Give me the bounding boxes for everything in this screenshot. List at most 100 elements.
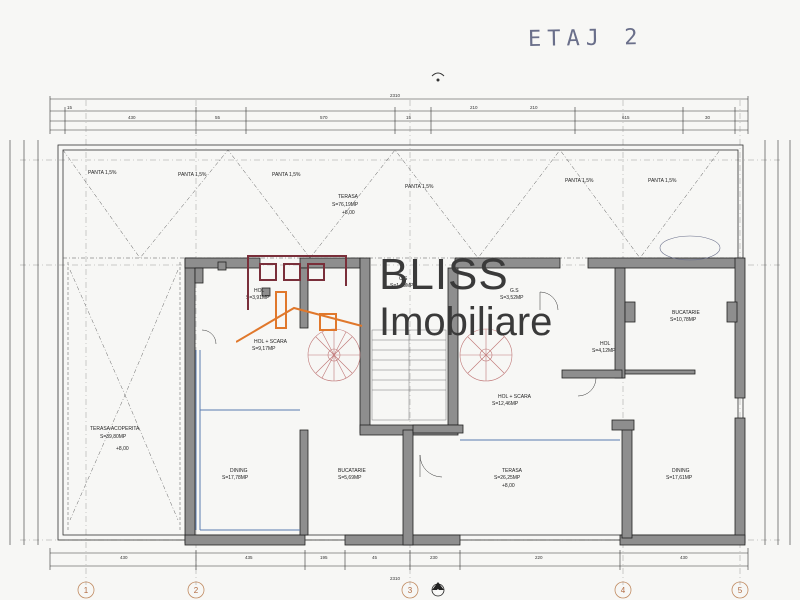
svg-text:S=9,17MP: S=9,17MP xyxy=(252,346,276,352)
north-arrow xyxy=(431,72,445,82)
room-gs: G.S S=3,52MP xyxy=(500,288,524,301)
sketch-oval xyxy=(659,235,721,261)
dim-top-3: 55 xyxy=(215,115,221,120)
svg-text:2310: 2310 xyxy=(390,576,401,581)
section-marker-a: A xyxy=(431,582,445,597)
svg-text:S=1,99MP: S=1,99MP xyxy=(390,283,414,289)
windows xyxy=(195,350,620,531)
svg-text:S=12,46MP: S=12,46MP xyxy=(492,401,519,407)
svg-text:S=3,52MP: S=3,52MP xyxy=(500,295,524,301)
svg-text:TERASA: TERASA xyxy=(502,468,523,474)
svg-text:S=10,78MP: S=10,78MP xyxy=(670,317,697,323)
room-terasa-acoperita: TERASA ACOPERITA S=39,80MP +8,00 xyxy=(67,262,181,530)
dim-top-5: 15 xyxy=(406,115,412,120)
svg-text:S=4,12MP: S=4,12MP xyxy=(592,348,616,354)
axis-marker-5 xyxy=(731,581,749,599)
svg-text:HOL: HOL xyxy=(254,288,265,294)
room-cs: C.S S=1,99MP xyxy=(390,276,414,289)
svg-text:+8,00: +8,00 xyxy=(502,483,515,489)
dim-top-6: 210 xyxy=(470,105,478,110)
room-bucatarie-right: BUCATARIE S=10,78MP xyxy=(670,310,701,323)
room-bucatarie-center: BUCATARIE S=5,69MP xyxy=(338,468,367,481)
svg-text:S=26,25MP: S=26,25MP xyxy=(494,475,521,481)
slope-labels: PANTA 1,5% PANTA 1,5% PANTA 1,5% PANTA 1… xyxy=(88,170,677,190)
top-dimension-lines xyxy=(49,96,749,134)
svg-text:S=76,19MP: S=76,19MP xyxy=(332,202,359,208)
bottom-dimension-lines xyxy=(49,548,749,570)
room-dining-left: DINING S=17,78MP xyxy=(222,468,249,481)
dim-top-9: 30 xyxy=(705,115,711,120)
svg-text:5: 5 xyxy=(738,586,743,595)
slope-label-1: PANTA 1,5% xyxy=(88,170,117,176)
roof-slope-lines xyxy=(62,149,740,259)
axis-markers xyxy=(77,581,749,599)
room-hol-scara-left: HOL + SCARA S=9,17MP xyxy=(252,339,288,352)
dim-top-8: 615 xyxy=(622,115,630,120)
svg-text:435: 435 xyxy=(245,555,253,560)
room-terasa-top: TERASA S=76,19MP +8,00 xyxy=(332,194,359,216)
spiral-stair-left xyxy=(307,328,361,382)
axis-marker-4 xyxy=(614,581,632,599)
svg-text:S=17,61MP: S=17,61MP xyxy=(666,475,693,481)
dim-top-4: 570 xyxy=(320,115,328,120)
svg-text:HOL + SCARA: HOL + SCARA xyxy=(254,339,288,345)
dim-top-1: 15 xyxy=(67,105,73,110)
svg-text:S=17,78MP: S=17,78MP xyxy=(222,475,249,481)
slope-label-6: PANTA 1,5% xyxy=(648,178,677,184)
svg-text:2: 2 xyxy=(194,586,199,595)
svg-text:TERASA ACOPERITA: TERASA ACOPERITA xyxy=(90,426,140,432)
svg-text:DINING: DINING xyxy=(230,468,248,474)
room-hol-scara-right: HOL + SCARA S=12,46MP xyxy=(492,394,532,407)
svg-text:S=5,69MP: S=5,69MP xyxy=(338,475,362,481)
svg-text:DINING: DINING xyxy=(672,468,690,474)
axis-marker-2 xyxy=(187,581,205,599)
slope-label-5: PANTA 1,5% xyxy=(565,178,594,184)
svg-text:HOL: HOL xyxy=(600,341,611,347)
top-dimension-labels: 2310 15 430 55 570 15 210 210 615 30 xyxy=(67,93,711,120)
svg-text:+8,00: +8,00 xyxy=(116,446,129,452)
svg-text:S=3,91MP: S=3,91MP xyxy=(246,295,270,301)
svg-text:195: 195 xyxy=(320,555,328,560)
dim-top-2: 430 xyxy=(128,115,136,120)
svg-text:430: 430 xyxy=(120,555,128,560)
building-walls xyxy=(184,257,746,546)
svg-text:BUCATARIE: BUCATARIE xyxy=(338,468,367,474)
logo-word-imobiliare: Imobiliare xyxy=(379,300,553,344)
svg-text:TERASA: TERASA xyxy=(338,194,359,200)
central-stair xyxy=(371,329,447,421)
room-hol-right: HOL S=4,12MP xyxy=(592,341,616,354)
room-hol-left: HOL S=3,91MP xyxy=(246,288,270,301)
svg-text:A: A xyxy=(436,589,441,596)
axis-marker-3 xyxy=(401,581,419,599)
bottom-dimension-labels: 430 435 195 45 230 220 430 2310 xyxy=(120,555,688,581)
slope-label-2: PANTA 1,5% xyxy=(178,172,207,178)
svg-text:G.S: G.S xyxy=(510,288,519,294)
svg-text:3: 3 xyxy=(408,586,413,595)
axis-marker-1 xyxy=(77,581,95,599)
svg-text:45: 45 xyxy=(372,555,378,560)
svg-text:1: 1 xyxy=(84,586,89,595)
dim-top-7: 210 xyxy=(530,105,538,110)
svg-text:HOL + SCARA: HOL + SCARA xyxy=(498,394,532,400)
svg-text:+8,00: +8,00 xyxy=(342,210,355,216)
svg-text:BUCATARIE: BUCATARIE xyxy=(672,310,701,316)
svg-text:S=39,80MP: S=39,80MP xyxy=(100,434,127,440)
svg-text:4: 4 xyxy=(621,586,626,595)
door-swings xyxy=(201,291,597,478)
svg-text:230: 230 xyxy=(430,555,438,560)
spiral-stair-right xyxy=(459,328,513,382)
logo-house-mark xyxy=(236,255,363,343)
svg-text:C.S: C.S xyxy=(399,276,408,282)
svg-text:220: 220 xyxy=(535,555,543,560)
room-terasa-center: TERASA S=26,25MP +8,00 xyxy=(494,468,523,489)
room-dining-right: DINING S=17,61MP xyxy=(666,468,693,481)
logo-word-bliss: BLISS xyxy=(379,250,509,299)
svg-text:430: 430 xyxy=(680,555,688,560)
dim-overall: 2310 xyxy=(390,93,401,98)
bliss-logo-watermark: BLISS Imobiliare xyxy=(236,250,576,350)
axis-marker-labels: 1 2 3 4 5 xyxy=(84,586,743,595)
slope-label-3: PANTA 1,5% xyxy=(272,172,301,178)
side-dimension-lines xyxy=(9,140,791,545)
